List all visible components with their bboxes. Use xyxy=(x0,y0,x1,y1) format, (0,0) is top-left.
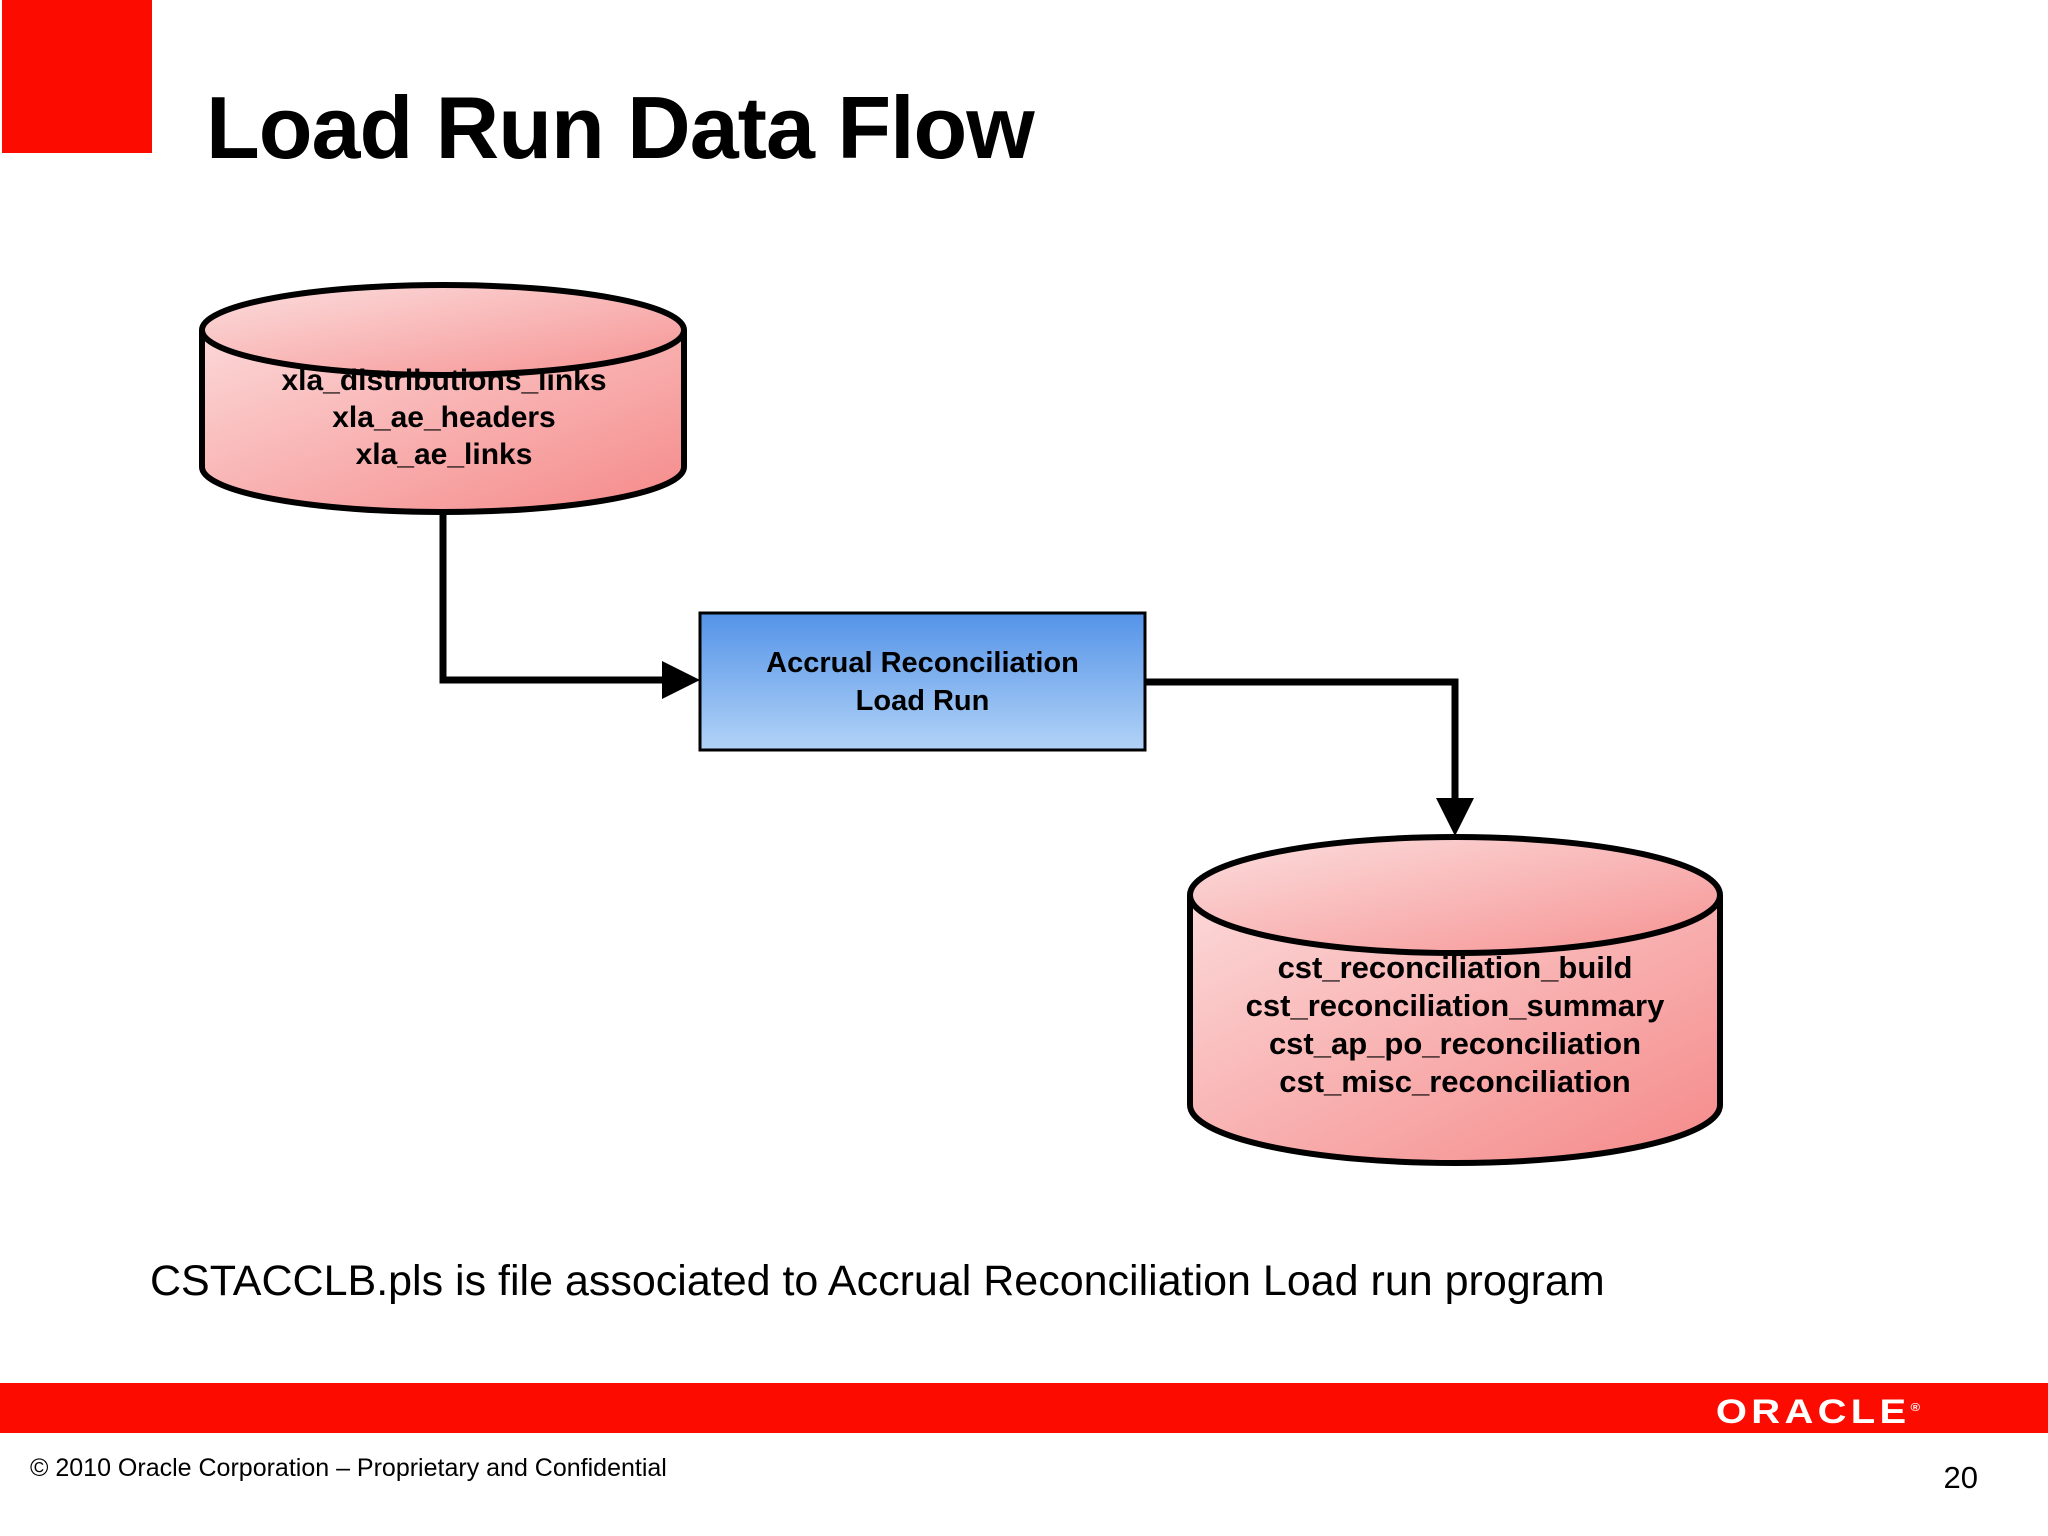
source-db-label: xla_distributions_links xla_ae_headers x… xyxy=(203,362,685,473)
source-table-name: xla_distributions_links xyxy=(281,364,607,397)
red-accent-square xyxy=(2,0,152,153)
process-box-shape xyxy=(698,611,1147,752)
process-label-line: Accrual Reconciliation xyxy=(766,646,1079,679)
source-db-cylinder xyxy=(199,282,687,515)
registered-mark: ® xyxy=(1910,1400,1920,1414)
process-box-label: Accrual Reconciliation Load Run xyxy=(700,613,1145,750)
footer-red-bar: ORACLE® xyxy=(0,1383,2048,1433)
source-table-name: xla_ae_links xyxy=(355,438,533,471)
process-label-line: Load Run xyxy=(855,684,990,717)
source-table-name: xla_ae_headers xyxy=(332,401,556,434)
arrow-source-to-process xyxy=(439,512,700,699)
copyright-text: © 2010 Oracle Corporation – Proprietary … xyxy=(30,1454,667,1482)
oracle-logo: ORACLE® xyxy=(1716,1391,1920,1429)
note-text: CSTACCLB.pls is file associated to Accru… xyxy=(150,1257,1605,1305)
target-table-name: cst_misc_reconciliation xyxy=(1279,1064,1631,1099)
oracle-logo-text: ORACLE xyxy=(1715,1392,1911,1431)
slide-title: Load Run Data Flow xyxy=(206,78,1035,177)
target-table-name: cst_ap_po_reconciliation xyxy=(1268,1026,1642,1061)
target-db-label: cst_reconciliation_build cst_reconciliat… xyxy=(1190,949,1720,1101)
page-number: 20 xyxy=(1943,1460,1978,1495)
target-db-cylinder xyxy=(1187,834,1723,1166)
target-table-name: cst_reconciliation_summary xyxy=(1245,988,1665,1023)
target-table-name: cst_reconciliation_build xyxy=(1277,950,1633,985)
arrow-process-to-target xyxy=(1145,678,1474,836)
